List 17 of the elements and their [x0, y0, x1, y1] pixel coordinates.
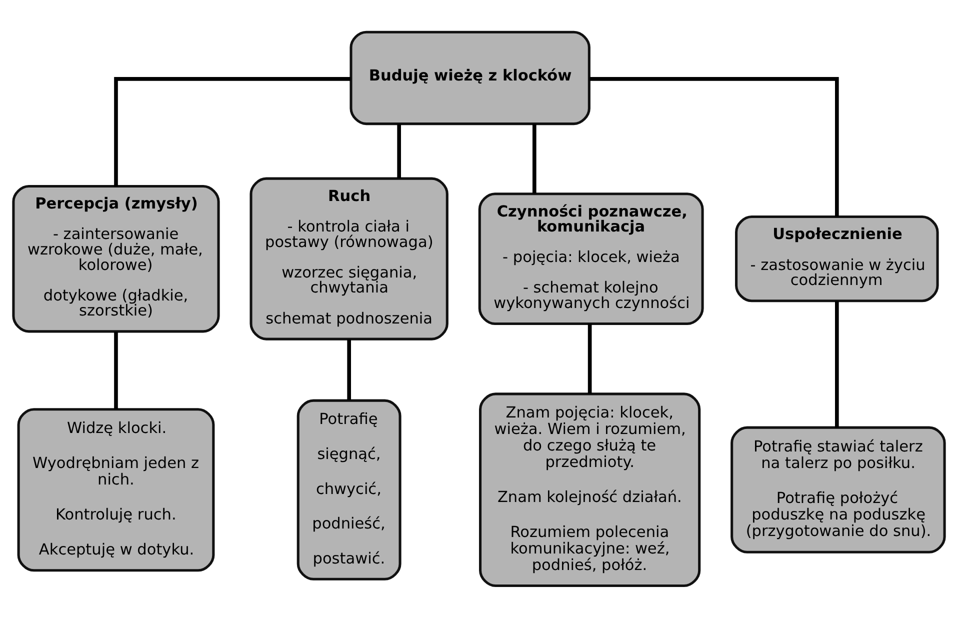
- connector: [114, 332, 118, 410]
- connector: [835, 301, 839, 428]
- node-box: Potrafię stawiać talerz na talerz po posiłku. Potrafię położyć poduszkę na poduszkę (przygotowanie do snu).: [730, 426, 946, 554]
- connector: [589, 77, 839, 217]
- connector: [532, 124, 536, 194]
- node-box: Uspołecznienie - zastosowanie w życiu codziennym: [735, 216, 939, 302]
- node-box: Potrafię sięgnąć, chwycić, podnieść, postawić.: [296, 399, 402, 580]
- connector: [347, 339, 351, 400]
- node-box: Buduję wieżę z klocków: [350, 30, 590, 126]
- node-box: Percepcja (zmysły) - zaintersowanie wzrokowe (duże, małe, kolorowe) dotykowe (gładkie, szorstkie): [12, 184, 220, 333]
- node-box: Znam pojęcia: klocek, wieża. Wiem i rozumiem, do czego służą te przedmioty. Znam kolejność działań. Rozumiem polecenia komunikacyjne: weź, podnieś, połóż.: [479, 392, 701, 588]
- node-box: Widzę klocki. Wyodrębniam jeden z nich. Kontroluję ruch. Akceptuję w dotyku.: [17, 408, 215, 572]
- connector: [588, 324, 592, 394]
- connector: [397, 124, 401, 178]
- connector: [114, 77, 351, 186]
- node-box: Ruch - kontrola ciała i postawy (równowaga) wzorzec sięgania, chwytania schemat podnoszenia: [250, 177, 448, 340]
- node-box: Czynności poznawcze, komunikacja - pojęcia: klocek, wieża - schemat kolejno wykonywanych czynności: [478, 192, 704, 326]
